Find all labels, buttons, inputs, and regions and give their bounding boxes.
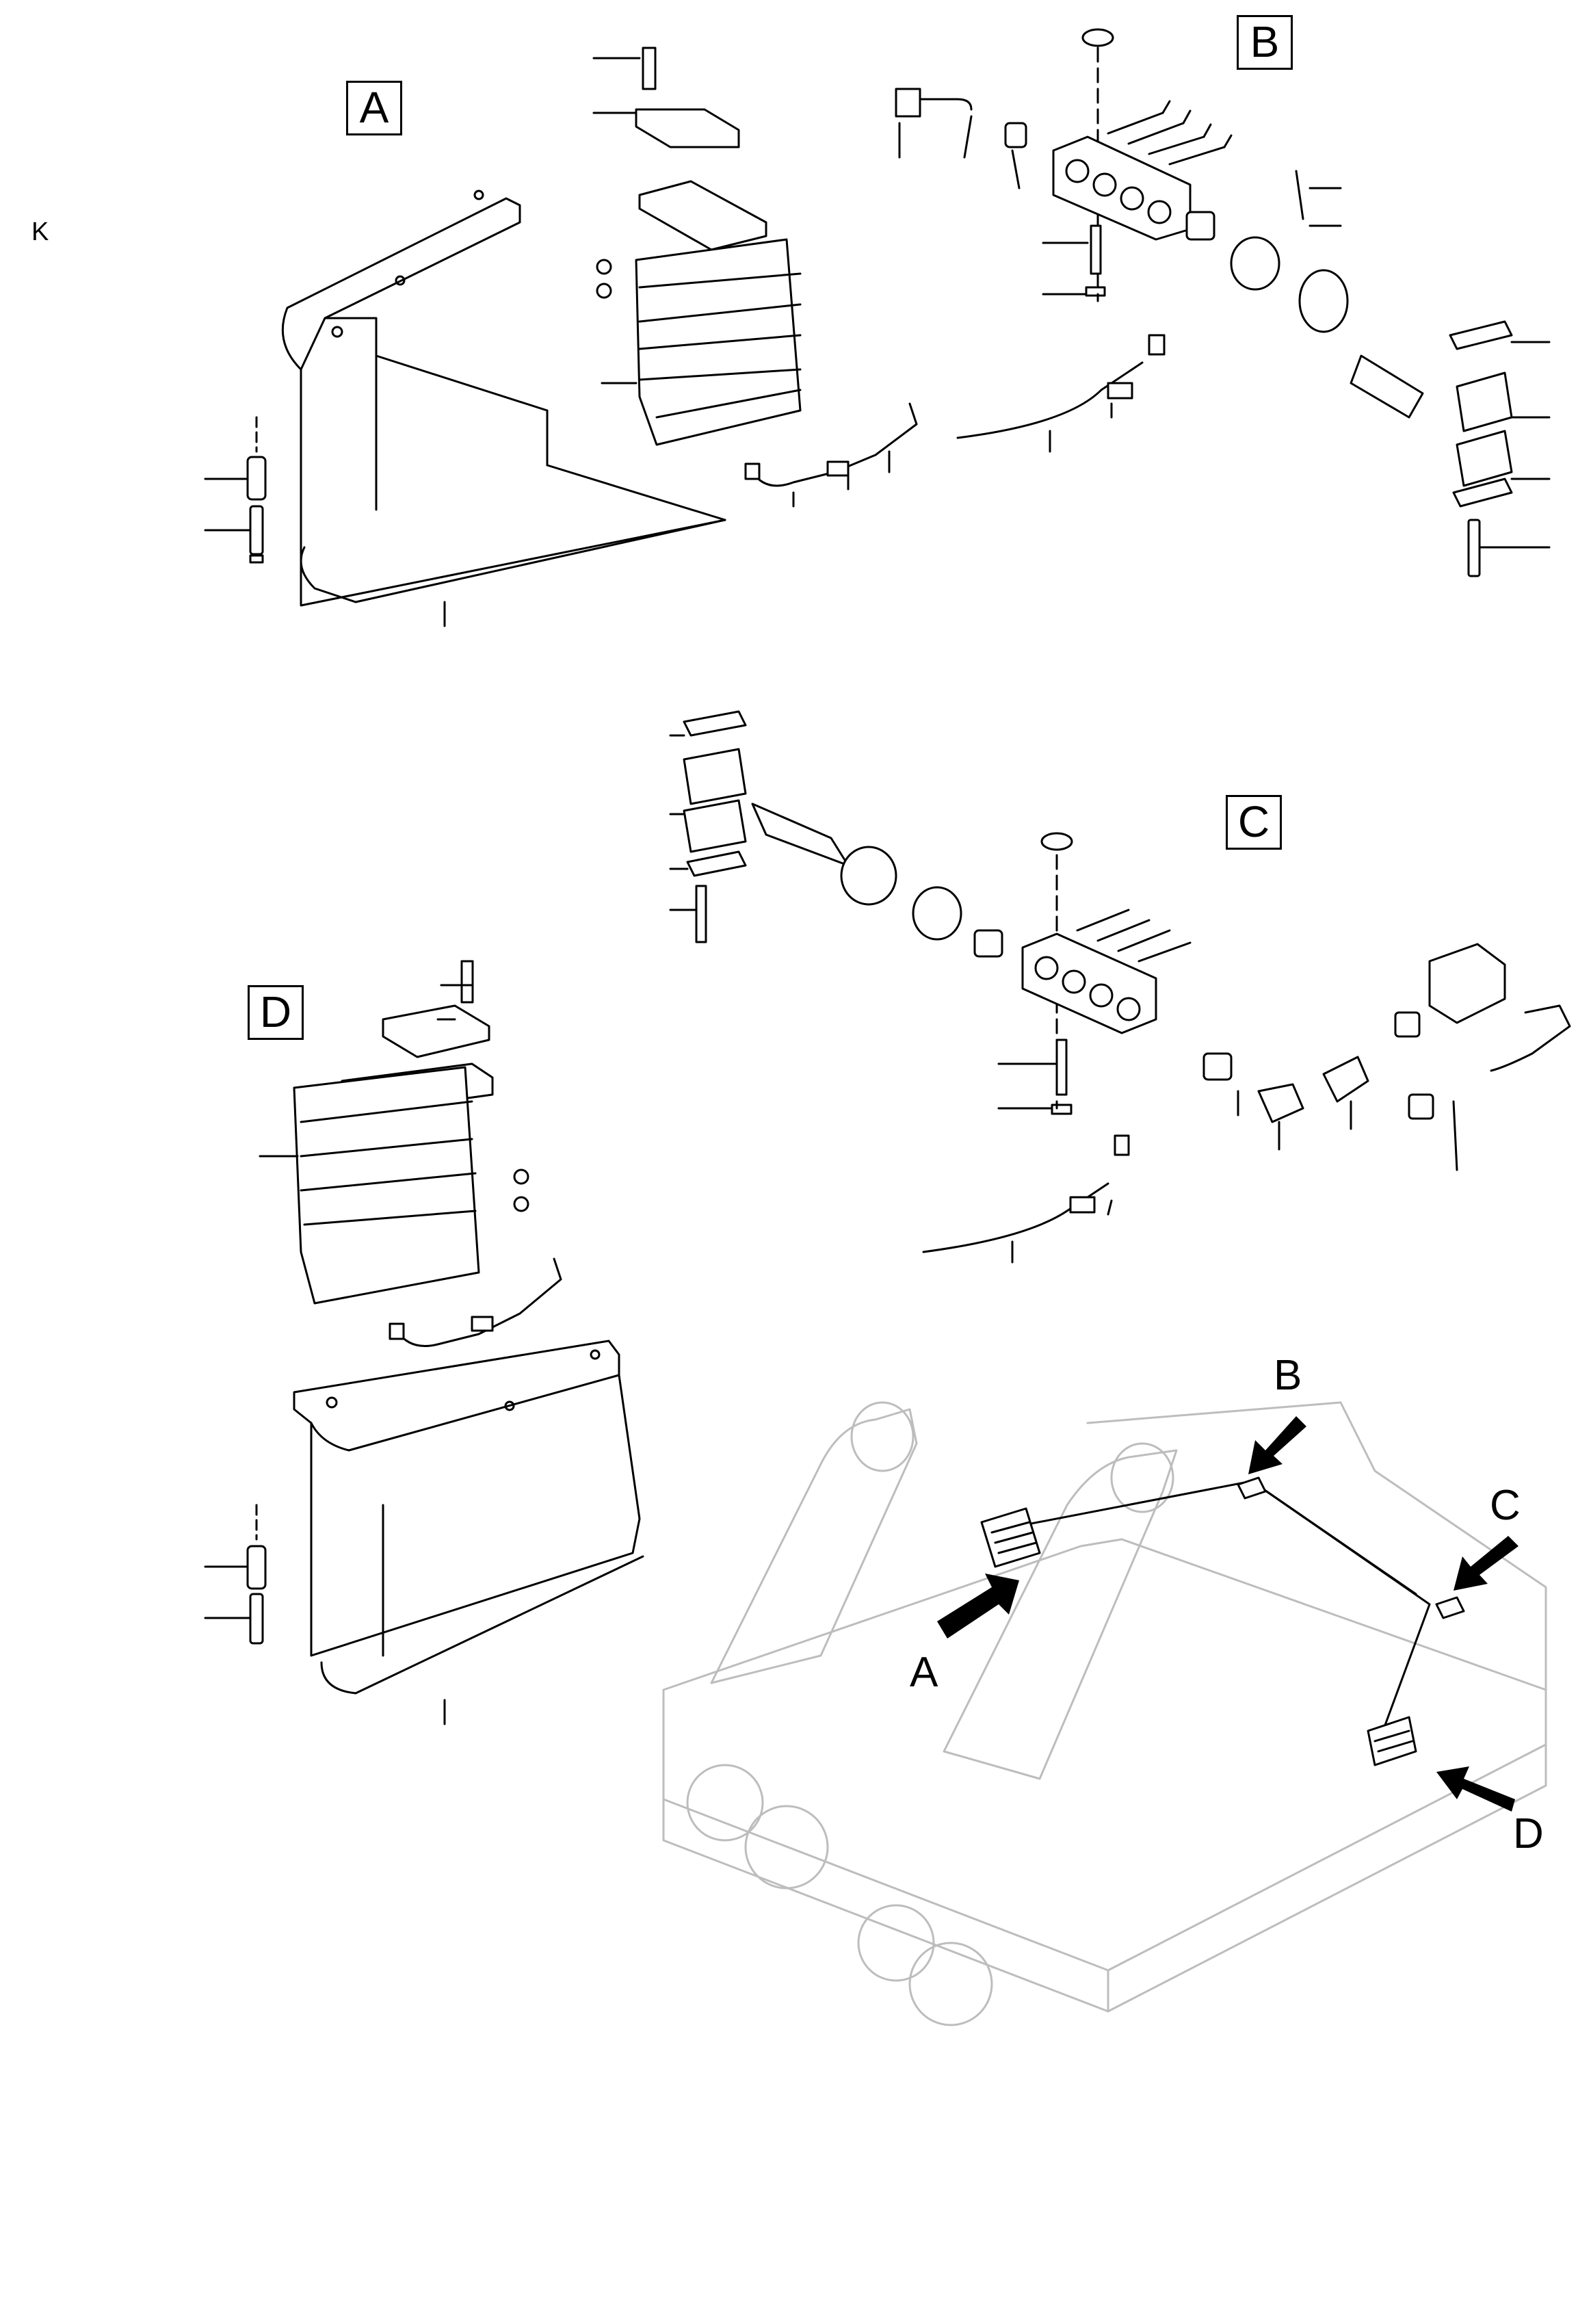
bracket-d [293,1340,644,1725]
clamp-stack-b [1449,320,1551,577]
overview-arrows [937,1416,1518,1812]
detail-b-assembly [895,28,1551,577]
overview-label-d: D [1513,1810,1544,1857]
distributor-stack-d [259,960,529,1305]
overview-lube-system [980,1476,1465,1766]
fittings-b [895,88,1424,419]
detail-label-d: D [248,985,304,1040]
distributor-block-b [1052,100,1233,241]
arrow-to-b [1248,1416,1306,1474]
distributor-block-c [997,832,1192,1115]
arrow-to-c [1454,1536,1518,1591]
bracket-a [281,190,726,627]
detail-label-a: A [346,81,402,135]
detail-label-b: B [1237,15,1293,70]
fittings-c [1202,943,1571,1171]
detail-label-c: C [1226,795,1282,850]
overview-label-c: C [1490,1482,1521,1529]
overview-label-a: A [910,1649,938,1696]
hose-c [922,1134,1130,1264]
arrow-to-a [937,1574,1019,1638]
distributor-stack-a [592,47,802,446]
clamp-stack-c [669,710,747,943]
screw-and-nut-b [1042,170,1342,297]
pipe-and-couplings-c [751,802,1003,958]
overview-label-b: B [1274,1352,1302,1399]
overview-frame [662,1401,1547,2026]
lube-pipe-d [389,1257,562,1347]
lube-pipe-a [744,402,918,508]
spacer-and-bolt-d [204,1504,267,1645]
detail-c-assembly [669,710,1571,1264]
hose-b [956,334,1166,453]
spacer-and-bolt-a [204,416,267,564]
arrow-to-d [1436,1766,1515,1812]
detail-a-assembly [204,47,918,627]
page-corner-mark: K [31,218,49,246]
detail-d-assembly [204,960,644,1725]
